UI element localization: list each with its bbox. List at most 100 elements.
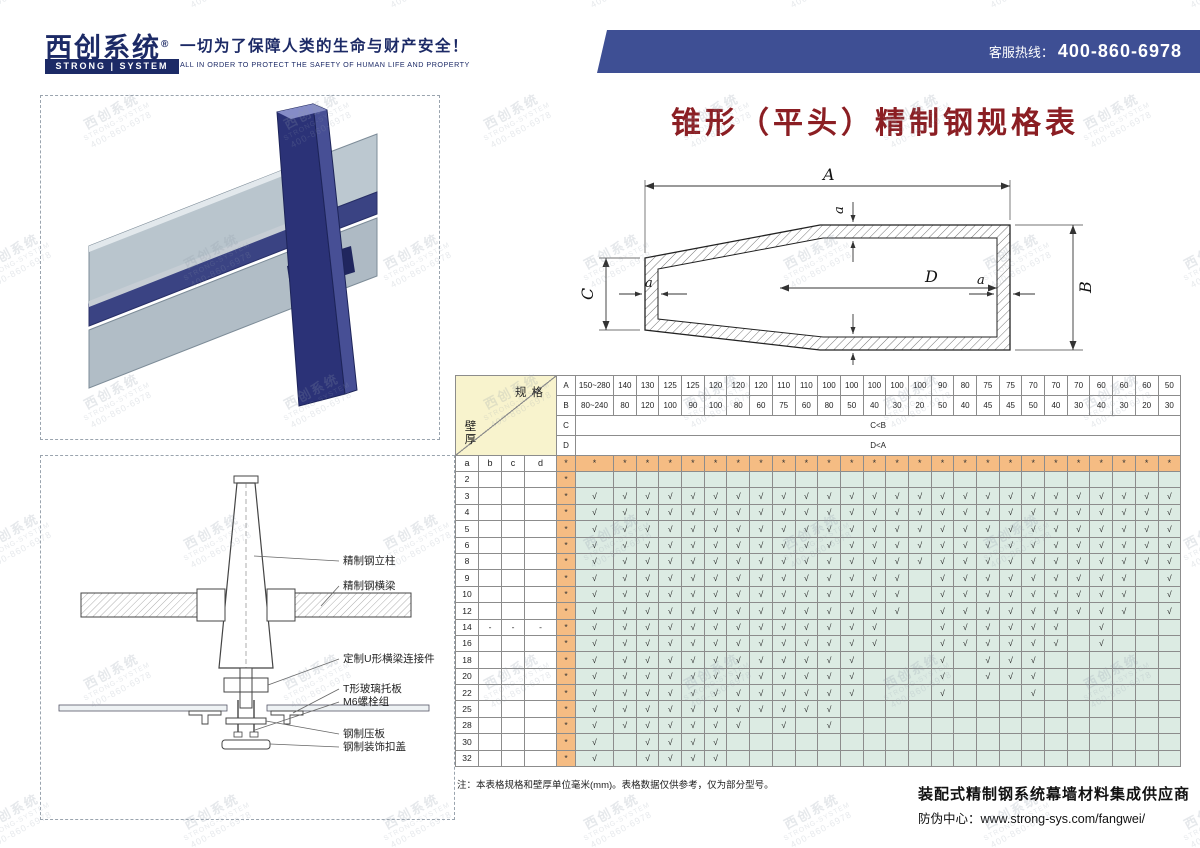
- star-cell: *: [998, 455, 1023, 472]
- logo-text: 西创系统: [45, 33, 161, 63]
- check-cell: [1066, 700, 1091, 718]
- check-cell: √: [1066, 585, 1091, 604]
- check-cell: √: [1089, 602, 1114, 620]
- check-cell: [613, 749, 637, 768]
- star-cell: *: [1134, 455, 1159, 472]
- thickness-b: [478, 602, 502, 620]
- check-cell: √: [635, 618, 660, 636]
- star-cell: *: [556, 536, 576, 554]
- check-cell: [862, 470, 887, 489]
- check-cell: √: [681, 651, 705, 669]
- star-cell: *: [749, 455, 773, 472]
- check-cell: √: [953, 520, 977, 538]
- check-cell: √: [681, 684, 705, 702]
- check-cell: √: [862, 536, 887, 554]
- footer: 装配式精制钢系统幕墙材料集成供应商 防伪中心：www.strong-sys.co…: [918, 783, 1190, 827]
- check-cell: [1089, 651, 1114, 669]
- check-cell: √: [658, 700, 683, 718]
- check-cell: √: [771, 667, 796, 686]
- check-cell: √: [1134, 487, 1159, 505]
- registered-mark: ®: [161, 39, 171, 50]
- star-cell: *: [613, 455, 637, 472]
- check-cell: √: [998, 536, 1023, 554]
- check-cell: √: [794, 520, 819, 538]
- check-cell: [862, 733, 887, 751]
- check-cell: √: [1157, 602, 1182, 620]
- check-cell: [839, 700, 864, 718]
- check-cell: √: [575, 651, 614, 669]
- check-cell: [1134, 602, 1159, 620]
- check-cell: √: [658, 520, 683, 538]
- check-cell: √: [998, 569, 1023, 587]
- star-cell: *: [556, 700, 576, 718]
- check-cell: [885, 733, 909, 751]
- check-cell: √: [771, 651, 796, 669]
- check-cell: √: [1044, 552, 1068, 571]
- star-cell: *: [771, 455, 796, 472]
- check-cell: [862, 651, 887, 669]
- check-cell: √: [749, 536, 773, 554]
- check-cell: √: [703, 618, 728, 636]
- check-cell: √: [1021, 618, 1046, 636]
- spec-B-value: 50: [1021, 395, 1046, 416]
- check-cell: √: [726, 552, 751, 571]
- check-cell: [976, 749, 1000, 768]
- check-cell: √: [839, 520, 864, 538]
- check-cell: √: [839, 634, 864, 653]
- check-cell: √: [658, 651, 683, 669]
- check-cell: √: [1021, 552, 1046, 571]
- thickness-b: [478, 667, 502, 686]
- check-cell: √: [726, 667, 751, 686]
- check-cell: [930, 749, 955, 768]
- check-cell: √: [613, 618, 637, 636]
- check-cell: √: [930, 536, 955, 554]
- check-cell: √: [976, 634, 1000, 653]
- part-label-t-support: T形玻璃托板: [343, 682, 402, 695]
- check-cell: √: [998, 634, 1023, 653]
- check-cell: [907, 602, 932, 620]
- check-cell: √: [575, 503, 614, 522]
- star-cell: *: [726, 455, 751, 472]
- star-cell: *: [556, 552, 576, 571]
- check-cell: √: [930, 552, 955, 571]
- dim-D: D: [924, 267, 938, 286]
- check-cell: √: [1021, 585, 1046, 604]
- check-cell: √: [1044, 618, 1068, 636]
- check-cell: √: [771, 602, 796, 620]
- check-cell: √: [885, 520, 909, 538]
- star-cell: *: [575, 455, 614, 472]
- check-cell: √: [930, 569, 955, 587]
- check-cell: √: [998, 651, 1023, 669]
- table-row: 28*√√√√√√√√√: [455, 716, 1182, 735]
- check-cell: √: [1021, 487, 1046, 505]
- check-cell: √: [681, 585, 705, 604]
- check-cell: √: [771, 716, 796, 735]
- spec-B-value: 40: [953, 395, 977, 416]
- thickness-b: [478, 569, 502, 587]
- check-cell: [907, 733, 932, 751]
- check-cell: [907, 569, 932, 587]
- check-cell: √: [658, 618, 683, 636]
- check-cell: √: [635, 733, 660, 751]
- check-cell: √: [1021, 536, 1046, 554]
- check-cell: [771, 749, 796, 768]
- spec-A-value: 130: [635, 375, 660, 396]
- check-cell: √: [817, 585, 841, 604]
- table-row: 4*√√√√√√√√√√√√√√√√√√√√√√√√√√: [455, 503, 1182, 522]
- check-cell: [1134, 634, 1159, 653]
- check-cell: √: [613, 651, 637, 669]
- dim-a-right: a: [977, 273, 985, 288]
- check-cell: [1066, 684, 1091, 702]
- check-cell: [1134, 716, 1159, 735]
- check-cell: [1044, 716, 1068, 735]
- check-cell: [998, 470, 1023, 489]
- check-cell: √: [976, 536, 1000, 554]
- check-cell: √: [794, 618, 819, 636]
- check-cell: √: [839, 602, 864, 620]
- check-cell: [976, 470, 1000, 489]
- hotline-label: 客服热线：: [988, 45, 1054, 60]
- thickness-a: 16: [455, 634, 479, 653]
- check-cell: [1044, 470, 1068, 489]
- spec-A-value: 110: [794, 375, 819, 396]
- check-cell: √: [703, 503, 728, 522]
